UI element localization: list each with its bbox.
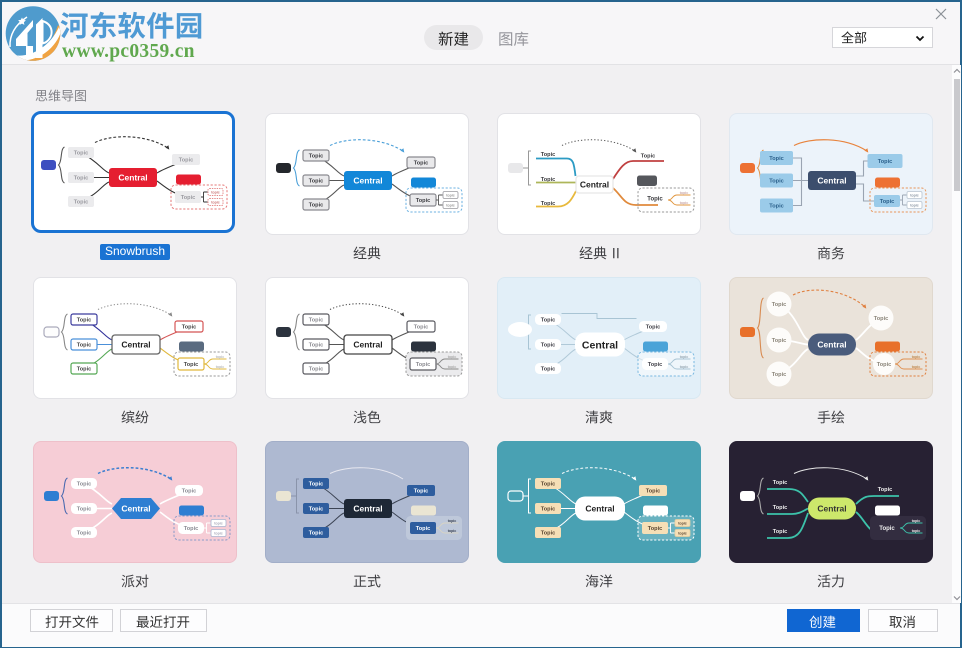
svg-text:topic: topic <box>680 201 689 205</box>
svg-text:Topic: Topic <box>416 198 431 204</box>
svg-text:topic: topic <box>448 355 457 359</box>
svg-text:Topic: Topic <box>77 482 92 488</box>
svg-text:Topic: Topic <box>77 318 92 324</box>
svg-text:Topic: Topic <box>646 325 661 331</box>
svg-text:Central: Central <box>580 180 609 190</box>
svg-text:topic: topic <box>912 519 921 523</box>
svg-text:Topic: Topic <box>772 302 787 308</box>
svg-text:Topic: Topic <box>179 158 194 164</box>
svg-text:Topic: Topic <box>880 199 895 205</box>
svg-text:Topic: Topic <box>647 197 663 203</box>
svg-text:Central: Central <box>121 340 150 350</box>
svg-text:topic: topic <box>211 201 220 205</box>
svg-text:Topic: Topic <box>309 367 324 373</box>
svg-text:topic: topic <box>216 355 225 359</box>
svg-text:Topic: Topic <box>77 367 92 373</box>
svg-text:Topic: Topic <box>541 201 556 207</box>
svg-text:Topic: Topic <box>878 487 893 493</box>
svg-text:topic: topic <box>211 191 220 195</box>
svg-text:Topic: Topic <box>648 526 663 532</box>
svg-text:Topic: Topic <box>769 179 784 185</box>
svg-text:Topic: Topic <box>878 159 893 165</box>
svg-text:Topic: Topic <box>541 343 556 349</box>
svg-text:topic: topic <box>448 529 457 533</box>
svg-text:Topic: Topic <box>772 372 787 378</box>
svg-text:Topic: Topic <box>877 362 892 368</box>
svg-text:topic: topic <box>446 194 455 198</box>
svg-text:Topic: Topic <box>646 489 661 495</box>
svg-text:topic: topic <box>446 204 455 208</box>
svg-text:Central: Central <box>118 173 147 183</box>
svg-text:Topic: Topic <box>414 161 429 167</box>
svg-text:Topic: Topic <box>74 151 89 157</box>
svg-text:Topic: Topic <box>309 482 324 488</box>
svg-text:topic: topic <box>448 519 457 523</box>
svg-text:Topic: Topic <box>541 177 556 183</box>
svg-text:Topic: Topic <box>541 531 556 537</box>
svg-text:Topic: Topic <box>309 203 324 209</box>
svg-text:Topic: Topic <box>182 489 197 495</box>
svg-text:Topic: Topic <box>874 316 889 322</box>
svg-text:Topic: Topic <box>77 343 92 349</box>
svg-text:Central: Central <box>817 176 846 186</box>
svg-text:Central: Central <box>353 504 382 514</box>
svg-text:Topic: Topic <box>541 152 556 158</box>
svg-text:topic: topic <box>912 529 921 533</box>
svg-text:Topic: Topic <box>879 526 895 532</box>
svg-text:Topic: Topic <box>772 338 787 344</box>
svg-text:Topic: Topic <box>74 200 89 206</box>
svg-text:topic: topic <box>678 522 687 526</box>
svg-text:Topic: Topic <box>309 507 324 513</box>
svg-text:Central: Central <box>582 339 618 351</box>
svg-text:topic: topic <box>680 365 689 369</box>
svg-text:topic: topic <box>678 532 687 536</box>
svg-text:Topic: Topic <box>414 489 429 495</box>
svg-text:Topic: Topic <box>309 154 324 160</box>
svg-text:Topic: Topic <box>184 526 199 532</box>
svg-text:Topic: Topic <box>769 156 784 162</box>
svg-text:topic: topic <box>912 355 921 359</box>
svg-text:topic: topic <box>910 204 919 208</box>
svg-text:Topic: Topic <box>184 362 199 368</box>
svg-text:Topic: Topic <box>641 154 656 160</box>
svg-text:topic: topic <box>214 532 223 536</box>
svg-text:topic: topic <box>214 522 223 526</box>
svg-text:Topic: Topic <box>416 362 431 368</box>
svg-text:topic: topic <box>680 355 689 359</box>
svg-text:topic: topic <box>448 365 457 369</box>
svg-text:Central: Central <box>817 504 846 514</box>
svg-text:Central: Central <box>353 176 382 186</box>
svg-text:Topic: Topic <box>769 204 784 210</box>
svg-text:Topic: Topic <box>77 531 92 537</box>
svg-text:Topic: Topic <box>309 531 324 537</box>
svg-text:Central: Central <box>585 504 614 514</box>
svg-text:Topic: Topic <box>541 482 556 488</box>
svg-text:Topic: Topic <box>309 179 324 185</box>
svg-text:topic: topic <box>680 191 689 195</box>
svg-text:Central: Central <box>353 340 382 350</box>
svg-text:Topic: Topic <box>773 480 788 486</box>
svg-text:Topic: Topic <box>309 343 324 349</box>
svg-text:Topic: Topic <box>74 176 89 182</box>
svg-text:Topic: Topic <box>77 507 92 513</box>
svg-text:Topic: Topic <box>541 318 556 324</box>
svg-text:Topic: Topic <box>181 195 196 201</box>
svg-text:topic: topic <box>912 365 921 369</box>
svg-text:Topic: Topic <box>414 325 429 331</box>
svg-text:Topic: Topic <box>182 325 197 331</box>
svg-text:Central: Central <box>121 504 150 514</box>
svg-text:Topic: Topic <box>541 367 556 373</box>
svg-text:Topic: Topic <box>773 505 788 511</box>
svg-text:Topic: Topic <box>648 362 663 368</box>
svg-text:topic: topic <box>216 365 225 369</box>
svg-text:Topic: Topic <box>773 529 788 535</box>
svg-text:Central: Central <box>817 340 846 350</box>
svg-text:Topic: Topic <box>416 526 431 532</box>
svg-text:topic: topic <box>910 194 919 198</box>
svg-text:Topic: Topic <box>541 507 556 513</box>
svg-text:Topic: Topic <box>309 318 324 324</box>
